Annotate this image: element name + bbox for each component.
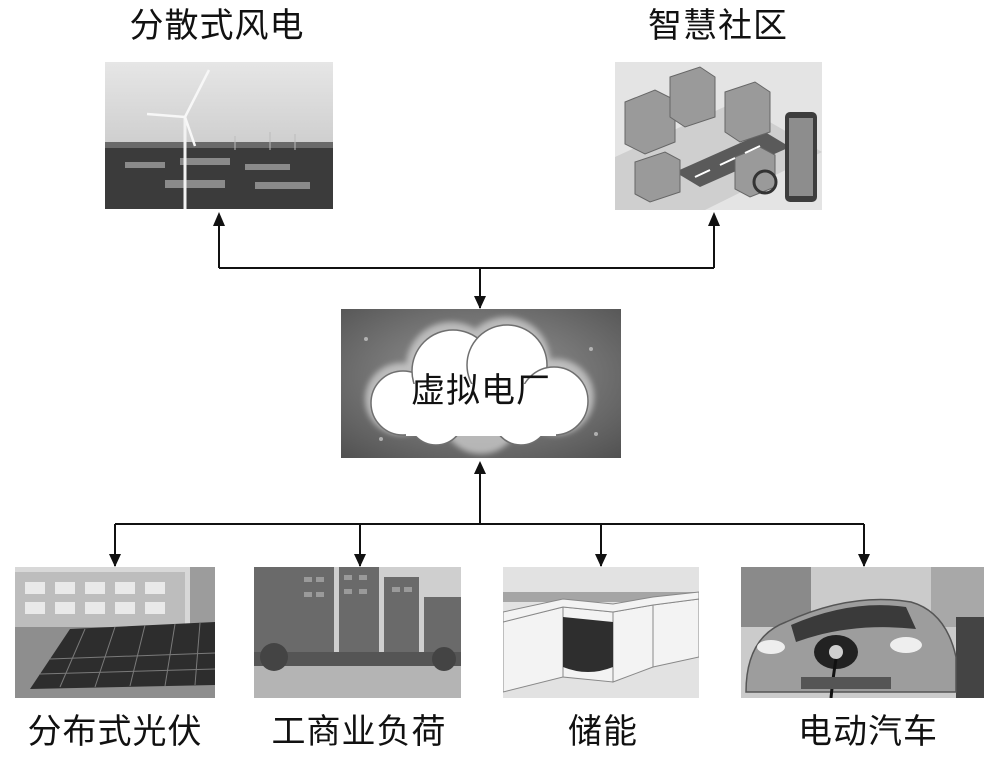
pv-label: 分布式光伏: [27, 712, 203, 752]
arrowhead-vpp-top: [474, 296, 486, 309]
battery-storage-image: [503, 567, 699, 698]
wind-label: 分散式风电: [129, 6, 305, 46]
electric-car-image: [741, 567, 984, 698]
arrowhead-storage: [595, 554, 607, 567]
smart-community-image: [615, 62, 822, 210]
arrowhead-pv: [109, 554, 121, 567]
wind-turbine-image: [105, 62, 333, 209]
arrowhead-commercial: [354, 554, 366, 567]
community-label: 智慧社区: [648, 6, 788, 46]
storage-label: 储能: [568, 712, 638, 752]
cloud-icon: [341, 309, 621, 458]
arrowhead-ev: [858, 554, 870, 567]
arrowhead-wind: [213, 212, 225, 226]
ev-label: 电动汽车: [798, 712, 938, 752]
virtual-power-plant-label: 虚拟电厂: [411, 371, 551, 411]
rooftop-solar-image: [15, 567, 215, 698]
commercial-load-label: 工商业负荷: [271, 712, 447, 752]
virtual-power-plant-node: 虚拟电厂: [341, 309, 621, 458]
arrowhead-vpp-bottom: [474, 461, 486, 474]
arrowhead-community: [708, 212, 720, 226]
commercial-buildings-image: [254, 567, 461, 698]
